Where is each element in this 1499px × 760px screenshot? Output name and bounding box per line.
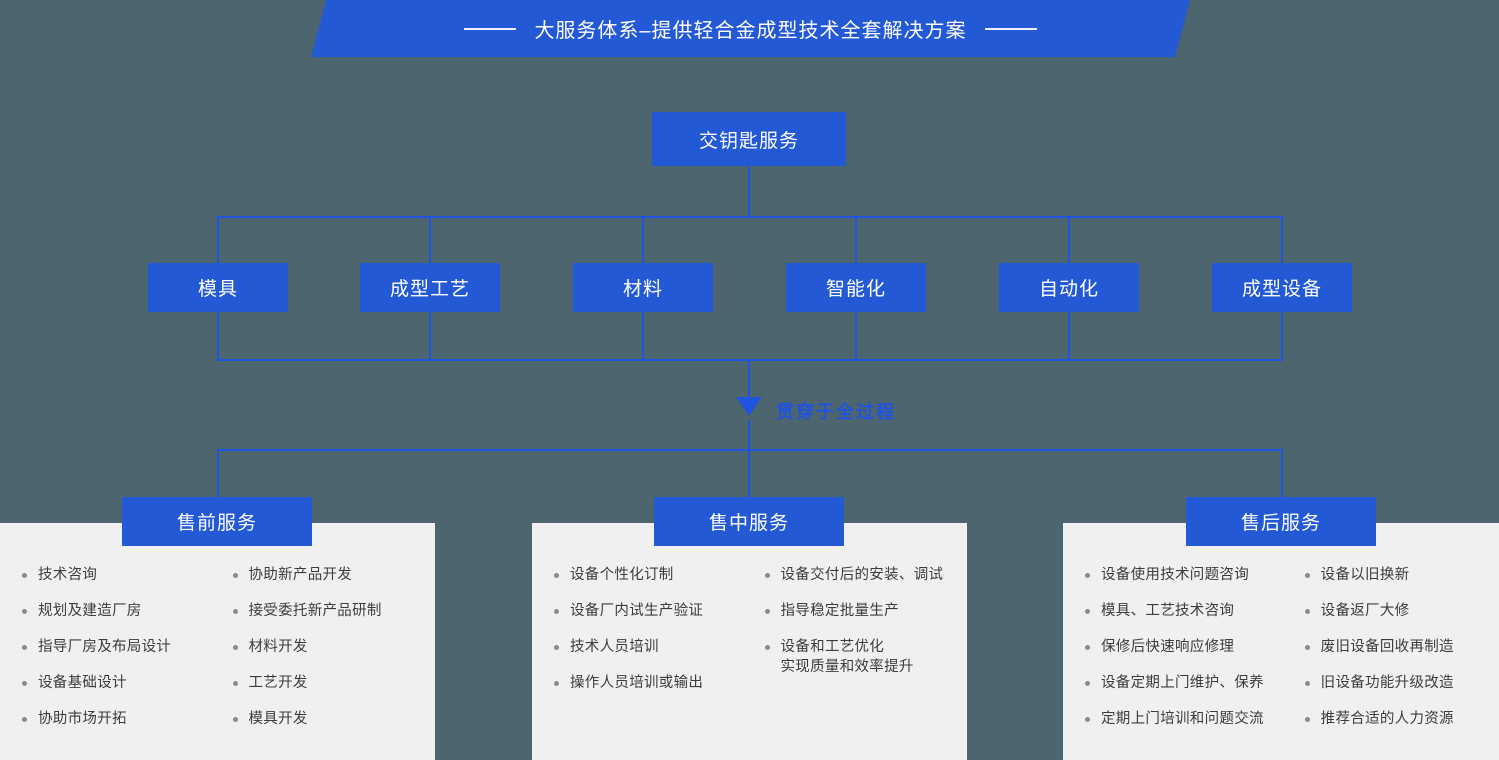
list-item: 设备交付后的安装、调试 xyxy=(764,565,968,585)
list-item: 设备厂内试生产验证 xyxy=(554,601,757,621)
list-item: 旧设备功能升级改造 xyxy=(1304,673,1499,693)
connector-arrow-tail xyxy=(748,420,750,450)
node-service-in-sales[interactable]: 售中服务 xyxy=(654,497,844,546)
list-item: 指导稳定批量生产 xyxy=(764,601,968,621)
connector-riser-3 xyxy=(642,312,644,361)
connector-drop-1 xyxy=(217,216,219,263)
list-item: 定期上门培训和问题交流 xyxy=(1085,709,1303,729)
card-after-sales: 设备使用技术问题咨询 模具、工艺技术咨询 保修后快速响应修理 设备定期上门维护、… xyxy=(1063,523,1499,760)
connector-drop-6 xyxy=(1281,216,1283,263)
connector-riser-1 xyxy=(217,312,219,361)
pass-through-label: 贯穿于全过程 xyxy=(776,402,896,422)
connector-service-bus xyxy=(218,449,1282,451)
connector-riser-6 xyxy=(1281,312,1283,361)
header-banner: 大服务体系–提供轻合金成型技术全套解决方案 xyxy=(311,0,1190,57)
node-pillar-mold[interactable]: 模具 xyxy=(148,263,288,312)
connector-riser-4 xyxy=(855,312,857,361)
list-item: 设备返厂大修 xyxy=(1304,601,1499,621)
list-item: 协助市场开拓 xyxy=(22,709,225,729)
connector-pillar-bottom-bus xyxy=(218,359,1282,361)
list-item: 设备个性化订制 xyxy=(554,565,757,585)
connector-arrow-stem xyxy=(748,359,750,398)
list-item: 规划及建造厂房 xyxy=(22,601,225,621)
list-item: 技术人员培训 xyxy=(554,637,757,657)
card-in-sales-col-right: 设备交付后的安装、调试 指导稳定批量生产 设备和工艺优化 实现质量和效率提升 xyxy=(757,565,968,760)
list-after-sales-left: 设备使用技术问题咨询 模具、工艺技术咨询 保修后快速响应修理 设备定期上门维护、… xyxy=(1085,565,1303,745)
node-service-pre-sales[interactable]: 售前服务 xyxy=(122,497,312,546)
card-pre-sales: 技术咨询 规划及建造厂房 指导厂房及布局设计 设备基础设计 协助市场开拓 协助新… xyxy=(0,523,435,760)
node-pillar-process[interactable]: 成型工艺 xyxy=(360,263,500,312)
list-item-line-1: 设备和工艺优化 xyxy=(780,639,885,655)
list-item: 设备以旧换新 xyxy=(1304,565,1499,585)
connector-drop-3 xyxy=(642,216,644,263)
connector-riser-2 xyxy=(429,312,431,361)
list-item: 设备和工艺优化 实现质量和效率提升 xyxy=(764,637,968,677)
list-item: 接受委托新产品研制 xyxy=(232,601,436,621)
connector-drop-5 xyxy=(1068,216,1070,263)
connector-service-drop-2 xyxy=(748,449,750,497)
connector-drop-4 xyxy=(855,216,857,263)
list-pre-sales-right: 协助新产品开发 接受委托新产品研制 材料开发 工艺开发 模具开发 xyxy=(232,565,436,745)
node-service-after-sales[interactable]: 售后服务 xyxy=(1186,497,1376,546)
list-item: 指导厂房及布局设计 xyxy=(22,637,225,657)
node-pillar-material[interactable]: 材料 xyxy=(573,263,713,312)
connector-drop-2 xyxy=(429,216,431,263)
list-item: 技术咨询 xyxy=(22,565,225,585)
connector-service-drop-1 xyxy=(217,449,219,497)
card-after-sales-col-left: 设备使用技术问题咨询 模具、工艺技术咨询 保修后快速响应修理 设备定期上门维护、… xyxy=(1063,565,1303,760)
card-after-sales-col-right: 设备以旧换新 设备返厂大修 废旧设备回收再制造 旧设备功能升级改造 推荐合适的人… xyxy=(1303,565,1499,760)
list-item-line-2: 实现质量和效率提升 xyxy=(780,659,914,675)
banner-rule-left-icon xyxy=(464,27,517,30)
list-item: 工艺开发 xyxy=(232,673,436,693)
card-pre-sales-columns: 技术咨询 规划及建造厂房 指导厂房及布局设计 设备基础设计 协助市场开拓 协助新… xyxy=(0,523,435,760)
card-in-sales-columns: 设备个性化订制 设备厂内试生产验证 技术人员培训 操作人员培训或输出 设备交付后… xyxy=(532,523,967,760)
list-pre-sales-left: 技术咨询 规划及建造厂房 指导厂房及布局设计 设备基础设计 协助市场开拓 xyxy=(22,565,225,745)
card-in-sales-col-left: 设备个性化订制 设备厂内试生产验证 技术人员培训 操作人员培训或输出 xyxy=(532,565,757,760)
list-item: 设备使用技术问题咨询 xyxy=(1085,565,1303,585)
card-pre-sales-col-right: 协助新产品开发 接受委托新产品研制 材料开发 工艺开发 模具开发 xyxy=(225,565,436,760)
card-after-sales-columns: 设备使用技术问题咨询 模具、工艺技术咨询 保修后快速响应修理 设备定期上门维护、… xyxy=(1063,523,1499,760)
list-item: 模具开发 xyxy=(232,709,436,729)
list-item: 协助新产品开发 xyxy=(232,565,436,585)
connector-root-stem xyxy=(748,166,750,218)
list-item: 保修后快速响应修理 xyxy=(1085,637,1303,657)
list-item: 操作人员培训或输出 xyxy=(554,673,757,693)
node-turnkey-service[interactable]: 交钥匙服务 xyxy=(652,112,846,166)
triangle-down-icon xyxy=(736,397,762,416)
node-pillar-equipment[interactable]: 成型设备 xyxy=(1212,263,1352,312)
node-pillar-automation[interactable]: 自动化 xyxy=(999,263,1139,312)
connector-service-drop-3 xyxy=(1281,449,1283,497)
banner-title: 大服务体系–提供轻合金成型技术全套解决方案 xyxy=(534,20,967,42)
card-pre-sales-col-left: 技术咨询 规划及建造厂房 指导厂房及布局设计 设备基础设计 协助市场开拓 xyxy=(0,565,225,760)
banner-rule-right-icon xyxy=(984,27,1037,30)
list-after-sales-right: 设备以旧换新 设备返厂大修 废旧设备回收再制造 旧设备功能升级改造 推荐合适的人… xyxy=(1304,565,1499,745)
list-item: 模具、工艺技术咨询 xyxy=(1085,601,1303,621)
header-banner-content: 大服务体系–提供轻合金成型技术全套解决方案 xyxy=(311,0,1190,57)
connector-top-bus xyxy=(218,216,1282,218)
connector-riser-5 xyxy=(1068,312,1070,361)
list-item: 设备基础设计 xyxy=(22,673,225,693)
list-item: 废旧设备回收再制造 xyxy=(1304,637,1499,657)
list-in-sales-left: 设备个性化订制 设备厂内试生产验证 技术人员培训 操作人员培训或输出 xyxy=(554,565,757,709)
list-item: 设备定期上门维护、保养 xyxy=(1085,673,1303,693)
node-pillar-intelligent[interactable]: 智能化 xyxy=(786,263,926,312)
card-in-sales: 设备个性化订制 设备厂内试生产验证 技术人员培训 操作人员培训或输出 设备交付后… xyxy=(532,523,967,760)
list-item: 推荐合适的人力资源 xyxy=(1304,709,1499,729)
list-item: 材料开发 xyxy=(232,637,436,657)
list-in-sales-right: 设备交付后的安装、调试 指导稳定批量生产 设备和工艺优化 实现质量和效率提升 xyxy=(764,565,968,693)
